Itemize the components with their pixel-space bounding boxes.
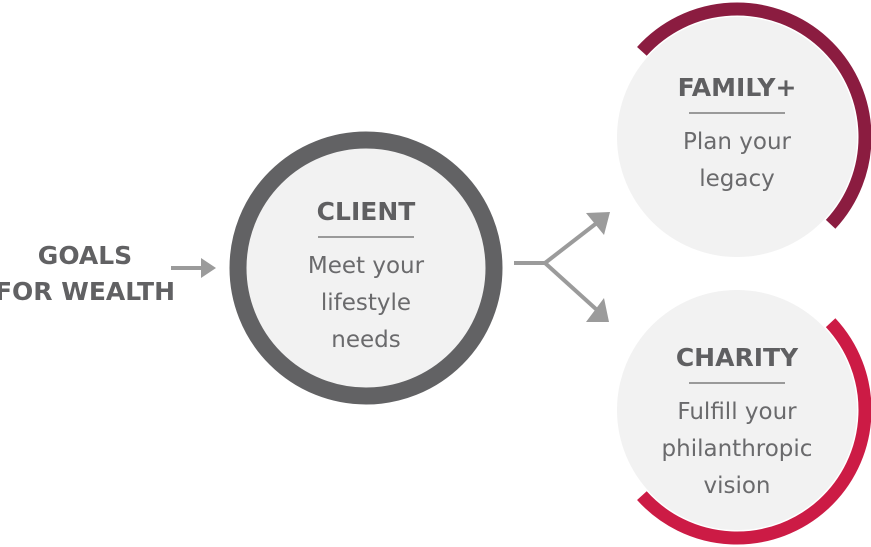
goals-for-wealth-label: GOALS FOR WEALTH	[0, 238, 178, 310]
arrow-goals-to-client	[171, 258, 216, 278]
client-desc-line: needs	[331, 327, 401, 353]
charity-divider	[689, 382, 785, 384]
family-arc	[637, 2, 871, 229]
client-title: CLIENT	[316, 197, 416, 226]
goals-line-2: FOR WEALTH	[0, 277, 176, 306]
client-desc-line: Meet your	[307, 253, 425, 279]
goals-line-1: GOALS	[37, 241, 133, 270]
charity-title: CHARITY	[675, 343, 799, 372]
branch-arrow	[514, 212, 610, 322]
charity-circle	[617, 290, 871, 545]
client-node: CLIENT Meet your lifestyle needs	[266, 196, 466, 359]
charity-node: CHARITY Fulfill your philanthropic visio…	[637, 342, 837, 505]
client-description: Meet your lifestyle needs	[266, 248, 466, 359]
charity-desc-line: vision	[703, 473, 771, 499]
family-node: FAMILY+ Plan your legacy	[637, 72, 837, 198]
arrowhead-up	[586, 212, 610, 235]
family-desc-line: legacy	[699, 166, 775, 192]
client-circle	[229, 131, 503, 405]
charity-arc	[637, 318, 871, 545]
family-description: Plan your legacy	[637, 124, 837, 198]
arrowhead-down	[586, 298, 609, 322]
family-circle	[617, 2, 871, 257]
client-divider	[318, 236, 414, 238]
client-desc-line: lifestyle	[320, 290, 412, 316]
charity-description: Fulfill your philanthropic vision	[637, 394, 837, 505]
family-divider	[689, 112, 785, 114]
family-title: FAMILY+	[677, 73, 797, 102]
charity-desc-line: Fulfill your	[677, 399, 797, 425]
family-desc-line: Plan your	[683, 129, 791, 155]
charity-desc-line: philanthropic	[661, 436, 813, 462]
